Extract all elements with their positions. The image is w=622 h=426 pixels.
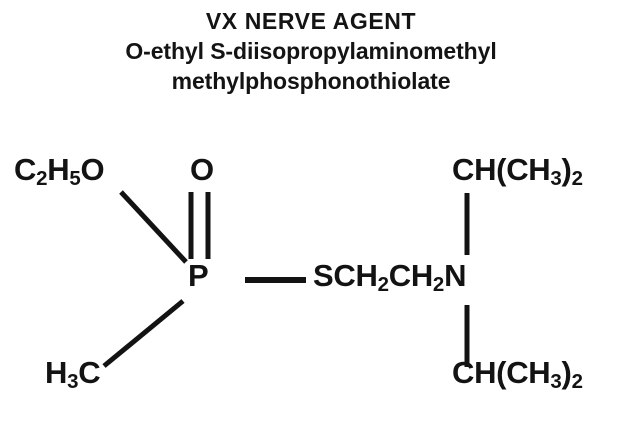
bond-layer <box>102 190 470 368</box>
vx-structural-formula: C2H5O O P H3C SCH2CH2N CH(CH3)2 CH(CH3)2 <box>0 125 622 426</box>
atom-group-phosphorus: P <box>188 258 209 293</box>
atom-group-isopropyl-bottom: CH(CH3)2 <box>452 355 583 394</box>
diagram-title-block: VX NERVE AGENT O-ethyl S-diisopropylamin… <box>0 6 622 96</box>
atom-group-thio-chain: SCH2CH2N <box>313 258 467 297</box>
bond-methyl-to-phosphorus <box>102 299 185 368</box>
iupac-name-line-1: O-ethyl S-diisopropylaminomethyl <box>125 38 497 64</box>
iupac-name-line-2: methylphosphonothiolate <box>171 68 451 94</box>
chemical-common-name: VX NERVE AGENT <box>205 8 417 34</box>
atom-group-methyl: H3C <box>45 355 101 394</box>
atom-group-ethoxy: C2H5O <box>14 152 105 191</box>
atom-group-oxo: O <box>190 152 214 187</box>
bond-ethoxy-to-phosphorus <box>119 190 188 264</box>
atom-group-isopropyl-top: CH(CH3)2 <box>452 152 583 191</box>
